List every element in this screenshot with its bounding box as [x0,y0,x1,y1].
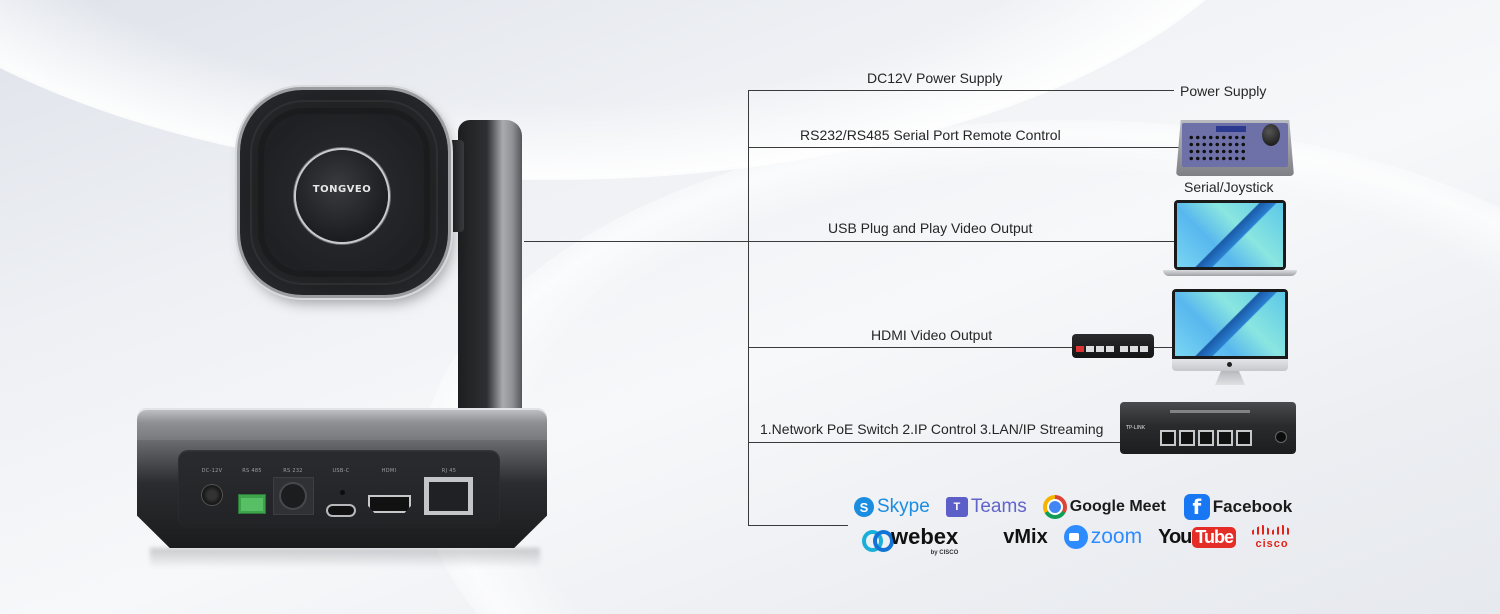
label-dc12v-power-supply: DC12V Power Supply [867,70,1003,86]
camera-arm [458,120,522,412]
platform-logos-row-1: S Skype T Teams Google Meet f Facebook [854,494,1308,520]
apple-logo-icon [1227,362,1232,367]
webex-by-cisco: by CISCO [930,550,959,556]
branch-line-usb [748,241,1174,242]
port-label-rs485: RS 485 [242,468,262,474]
camera-tilt-hinge [448,140,464,232]
logo-zoom: zoom [1063,525,1143,549]
trunk-line [748,90,749,526]
label-power-supply: Power Supply [1180,83,1267,99]
branch-line-hdmi [748,347,1074,348]
webex-wordmark: webex [891,524,959,549]
ethernet-port-icon [1217,430,1233,446]
logo-cisco-text: cisco [1255,537,1289,550]
camera-logo-disc [296,150,388,242]
zoom-icon [1063,525,1088,549]
logo-webex: webex by CISCO [862,524,959,557]
label-hdmi-video-output: HDMI Video Output [871,327,993,343]
logo-teams-text: Teams [970,496,1027,517]
branch-line-serial [748,147,1180,148]
platform-logos-row-2: webex by CISCO vMix zoom You Tube cisco [862,524,1308,557]
label-serial-joystick: Serial/Joystick [1184,179,1274,195]
branch-line-platforms [748,525,848,526]
cisco-icon [1252,524,1293,535]
port-label-hdmi: HDMI [381,468,397,474]
logo-google-meet-text: Google Meet [1069,498,1166,515]
label-network-poe: 1.Network PoE Switch 2.IP Control 3.LAN/… [760,421,1104,437]
ethernet-port-icon [1160,430,1176,446]
camera-reflection [150,548,540,568]
poe-switch-brand: TP-LINK [1126,425,1146,431]
logo-facebook: f Facebook [1183,494,1293,520]
joystick-stick-icon [1262,124,1280,146]
logo-skype: S Skype [854,496,930,518]
monitor-screen [1172,289,1288,359]
youtube-you-text: You [1158,525,1192,548]
port-label-rj45: RJ 45 [441,468,457,474]
joystick-keypad [1188,134,1246,162]
switcher-buttons [1076,346,1150,352]
monitor-wallpaper [1175,292,1285,356]
logo-zoom-text: zoom [1090,525,1143,548]
vmix-icon [974,524,1000,550]
logo-youtube: You Tube [1158,525,1237,549]
poe-switch-ports [1160,430,1252,446]
joystick-lcd [1216,126,1246,132]
laptop-wallpaper [1177,203,1283,267]
branch-line-power [748,90,1174,91]
port-label-usbc: USB-C [332,468,350,474]
skype-icon: S [854,497,874,517]
ethernet-port-icon [1198,430,1214,446]
camera-brand-logo: TONGVEO [312,184,372,195]
logo-skype-text: Skype [877,496,930,517]
dc-power-port [202,485,222,505]
chrome-icon [1042,495,1067,519]
teams-icon: T [945,497,968,517]
label-usb-video-output: USB Plug and Play Video Output [828,220,1033,236]
poe-switch-top-logo [1170,410,1250,413]
logo-vmix-text: vMix [1003,525,1048,548]
label-serial-remote-control: RS232/RS485 Serial Port Remote Control [800,127,1061,143]
port-label-rs232: RS 232 [283,468,303,474]
port-label-dc: DC-12V [201,468,223,474]
youtube-icon: Tube [1192,526,1237,548]
logo-teams: T Teams [945,496,1027,518]
logo-cisco: cisco [1252,524,1293,550]
logo-vmix: vMix [974,524,1047,550]
poe-power-port [1276,432,1286,442]
reset-pinhole [340,490,345,495]
ethernet-port-icon [1179,430,1195,446]
rj45-port [424,477,473,515]
logo-facebook-text: Facebook [1212,497,1293,516]
monitor-stand [1215,371,1245,385]
logo-webex-text: webex by CISCO [891,524,959,557]
branch-line-network [748,442,1122,443]
laptop-base [1163,270,1297,276]
ethernet-port-icon [1236,430,1252,446]
webex-icon [862,528,894,552]
hdmi-port [368,495,411,513]
camera-connector-line [524,241,748,242]
branch-line-hdmi-monitor [1154,347,1174,348]
rs485-terminal-port [238,494,266,514]
rs232-port [281,484,305,508]
logo-google-meet: Google Meet [1042,495,1166,519]
usbc-port [328,506,354,515]
laptop-screen [1174,200,1286,270]
facebook-icon: f [1183,494,1210,520]
